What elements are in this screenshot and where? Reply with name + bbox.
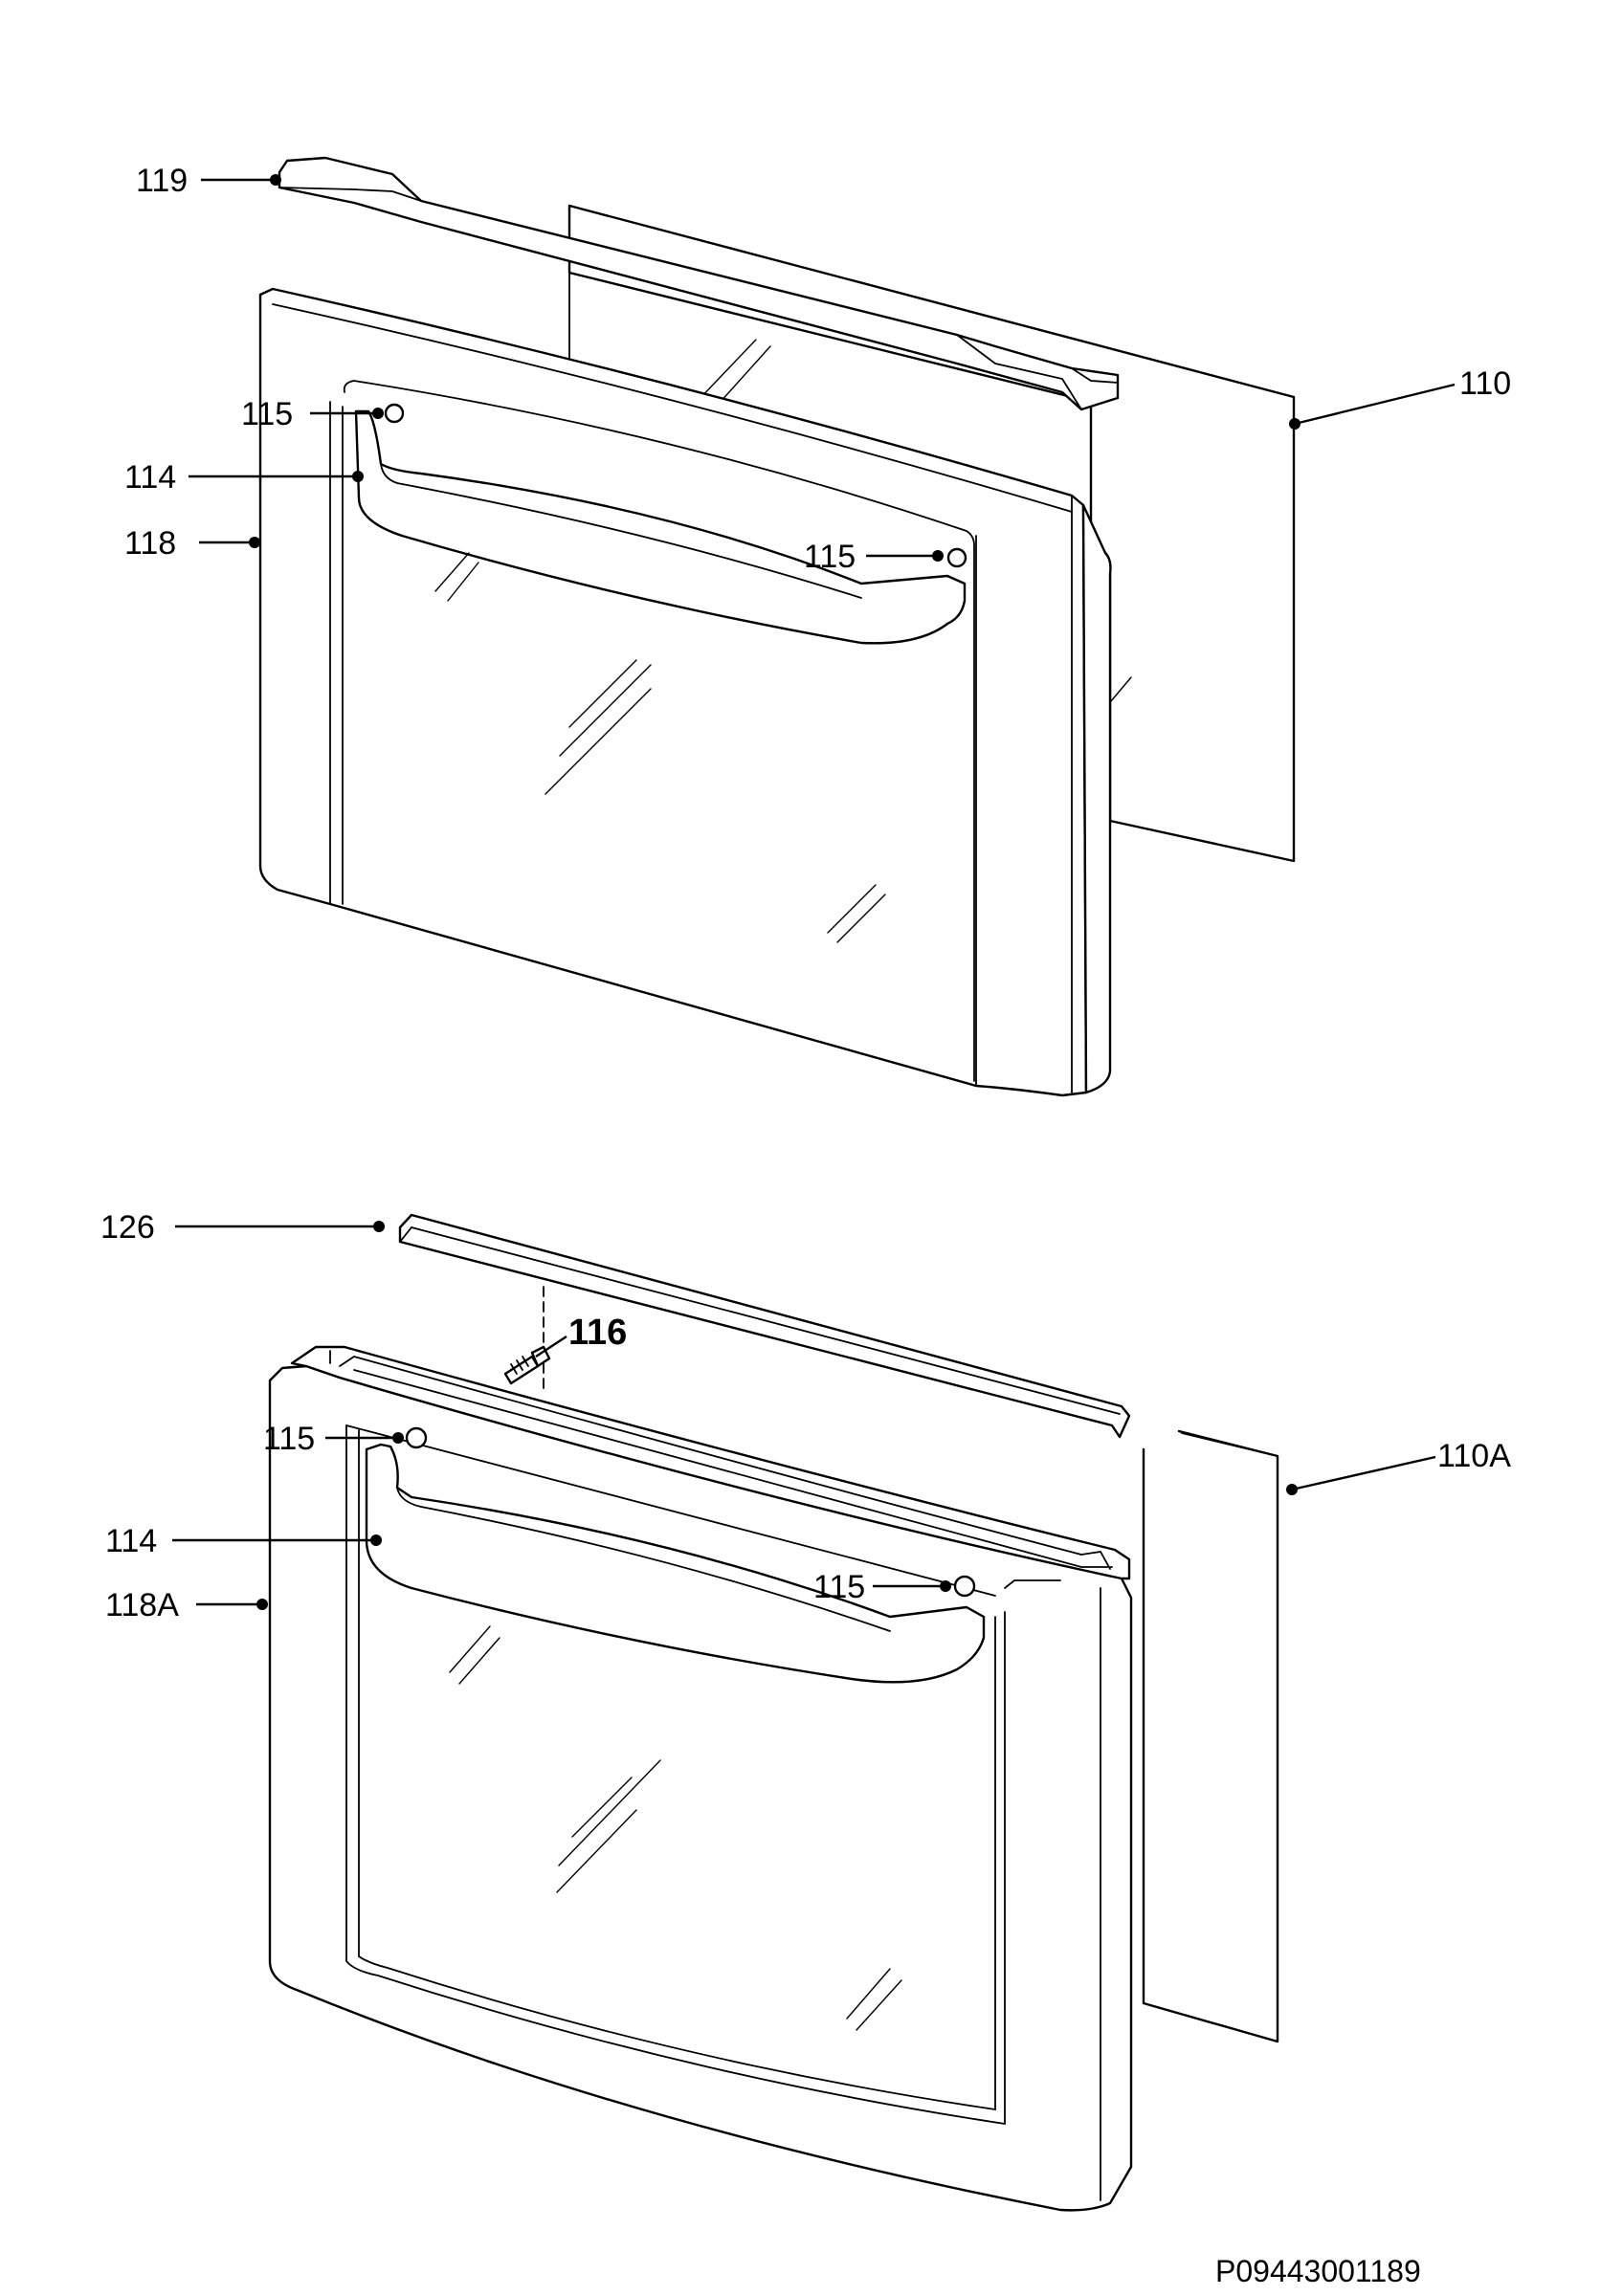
screw-hole-115	[946, 547, 967, 568]
callout-115: 115	[263, 1421, 404, 1457]
callout-115: 115	[804, 539, 944, 575]
bottom-door-assembly: 126 116 110A 115 114 118A 1	[100, 1209, 1511, 2212]
callout-label: 110	[1459, 365, 1511, 402]
callout-110A: 110A	[1286, 1438, 1511, 1495]
top-profile-strip-119	[278, 156, 1120, 411]
callout-label: 119	[136, 163, 188, 199]
callout-119: 119	[136, 163, 281, 199]
top-trim-strip-126	[398, 1213, 1131, 1439]
callout-label: 118A	[105, 1587, 179, 1623]
callout-115: 115	[813, 1569, 951, 1605]
callout-label: 116	[568, 1313, 627, 1353]
drawing-code: P09443001189	[1215, 2254, 1421, 2288]
callout-label: 115	[241, 396, 293, 432]
callout-label: 115	[804, 539, 856, 575]
callout-label: 110A	[1437, 1438, 1511, 1474]
callout-label: 118	[124, 525, 176, 562]
callout-label: 114	[124, 459, 176, 496]
callout-110: 110	[1289, 365, 1511, 430]
callout-label: 126	[100, 1209, 155, 1246]
callout-126: 126	[100, 1209, 385, 1246]
callout-114: 114	[124, 459, 364, 496]
callout-118A: 118A	[105, 1587, 268, 1623]
callout-115: 115	[241, 396, 384, 432]
screw-hole-115	[405, 1426, 428, 1449]
callout-label: 115	[263, 1421, 315, 1457]
callout-label: 114	[105, 1523, 157, 1559]
glass-reflection-mark	[434, 552, 886, 943]
door-handle-114	[354, 409, 967, 645]
callout-114: 114	[105, 1523, 382, 1559]
inner-glass-panel-110A	[1142, 1429, 1279, 2043]
callout-label: 115	[813, 1569, 865, 1605]
top-door-assembly: 119 110 115 114 118 115	[124, 156, 1511, 1097]
glass-reflection-mark	[449, 1625, 902, 2031]
door-window-frame	[343, 380, 975, 1082]
screw-hole-115	[384, 403, 405, 424]
outer-door-panel-118	[258, 287, 1088, 1097]
screw-hole-115	[953, 1575, 976, 1598]
callout-118: 118	[124, 525, 260, 562]
door-window-frame	[345, 1424, 1006, 2126]
callout-116: 116	[535, 1313, 627, 1358]
door-handle-114	[365, 1443, 986, 1684]
